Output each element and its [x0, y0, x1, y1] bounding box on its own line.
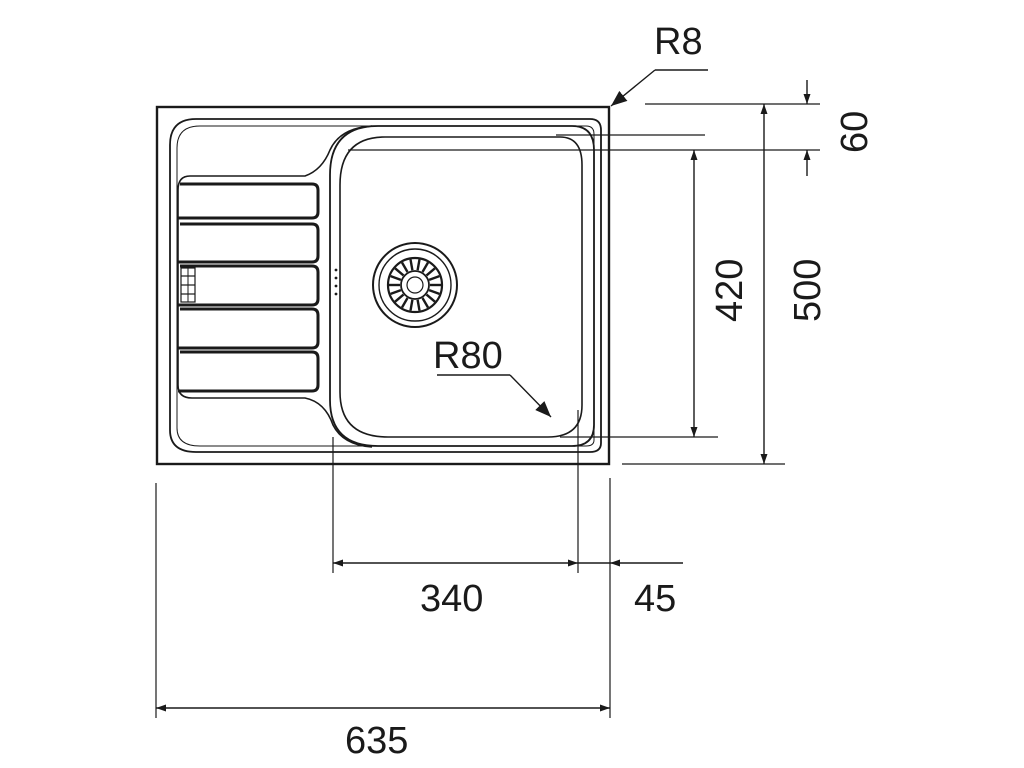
basin-bowl — [329, 125, 595, 447]
drain-spoke — [416, 259, 421, 271]
sink-outline — [155, 105, 611, 466]
drainer-rib — [178, 222, 320, 264]
overflow-holes — [334, 268, 338, 296]
drain-spoke — [409, 299, 414, 311]
dimension-basin-length: 420 — [348, 134, 751, 438]
drain-spokes — [389, 259, 441, 311]
drain-spoke — [394, 293, 405, 303]
dimension-overall-width: 635 — [156, 704, 610, 762]
drain-spoke — [416, 299, 421, 311]
drainer-rib — [178, 264, 320, 307]
drainer-rib — [178, 182, 320, 220]
dimension-right-edge-offset: 45 — [578, 559, 683, 620]
dimension-corner-radius: R8 — [610, 21, 708, 107]
drainer-rib — [178, 307, 320, 350]
drainer-ribs — [178, 182, 320, 393]
label-overall-depth: 500 — [787, 259, 829, 322]
extension-lines — [155, 410, 611, 718]
drain-spoke — [421, 297, 430, 309]
drain-strainer-icon — [372, 242, 458, 328]
label-right-edge-offset: 45 — [634, 578, 676, 620]
drain-spoke — [421, 261, 430, 273]
dimension-overall-depth: 500 — [622, 104, 829, 465]
drain-spoke — [409, 259, 414, 271]
drain-spoke — [425, 293, 436, 303]
drain-spoke — [390, 274, 402, 282]
sink-inner-rim — [169, 118, 602, 453]
label-corner-radius: R8 — [654, 21, 703, 63]
basin-outer-edge — [329, 125, 595, 447]
overflow-slot-icon — [180, 267, 196, 303]
label-basin-length: 420 — [709, 259, 751, 322]
label-basin-radius: R80 — [433, 335, 503, 377]
drain-spoke — [394, 267, 405, 277]
drainer-rib — [178, 350, 320, 393]
drainer-outline — [177, 125, 373, 448]
drain-spoke — [425, 267, 436, 277]
sink-inner-rim-offset — [176, 125, 595, 447]
label-height-offset: 60 — [834, 111, 876, 153]
dimension-basin-width: 340 — [333, 559, 578, 620]
basin-inner-edge — [339, 136, 583, 438]
drain-spoke — [400, 261, 409, 273]
label-overall-width: 635 — [345, 720, 408, 762]
sink-outer-rim — [155, 105, 611, 466]
label-basin-width: 340 — [420, 578, 483, 620]
drain-spoke — [400, 297, 409, 309]
dimension-height-offset: 60 — [645, 80, 876, 176]
drain-spoke — [390, 288, 402, 296]
drain-spoke — [428, 288, 440, 296]
drain-spoke — [428, 274, 440, 282]
draining-board — [177, 125, 373, 448]
dimension-basin-radius: R80 — [433, 335, 552, 418]
